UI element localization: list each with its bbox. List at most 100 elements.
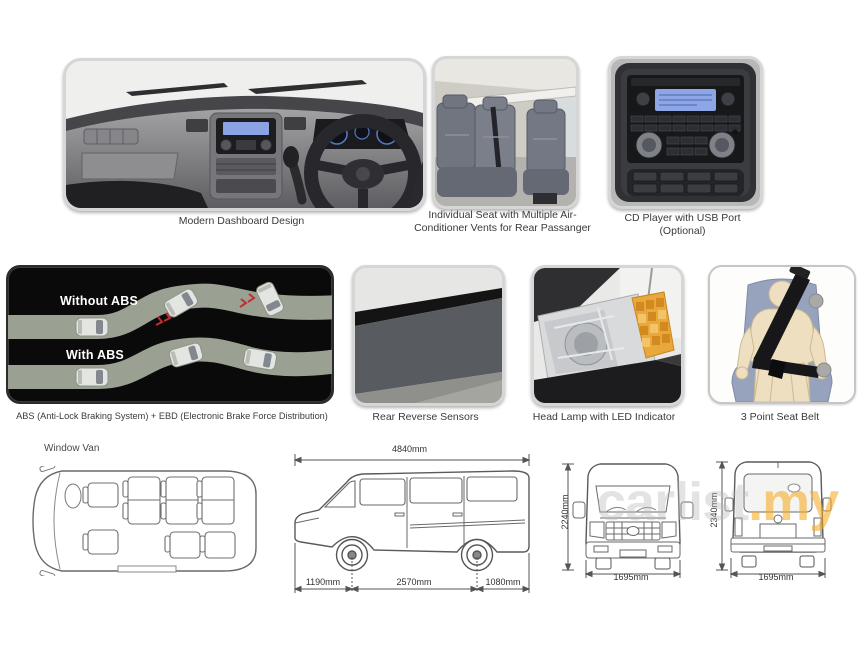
wiper-hub bbox=[787, 483, 801, 493]
front-height-dimension: 2240mm bbox=[560, 494, 570, 530]
wheels bbox=[335, 538, 494, 572]
road-without-abs bbox=[8, 283, 332, 339]
mirror bbox=[39, 569, 56, 576]
skid-marks bbox=[155, 293, 256, 326]
wipers bbox=[605, 506, 657, 513]
rear-window bbox=[743, 473, 813, 513]
rear-width-dimension: 1695mm bbox=[758, 572, 794, 582]
headlamp-photo bbox=[531, 265, 684, 406]
upper-anchor bbox=[789, 267, 811, 279]
seatbelt-panel bbox=[708, 265, 856, 404]
headlamp-caption: Head Lamp with LED Indicator bbox=[532, 411, 676, 423]
cd-player-photo bbox=[608, 56, 763, 209]
front-bumper bbox=[534, 360, 681, 403]
seatbelt-illustration bbox=[710, 267, 854, 402]
seatbelt-caption: 3 Point Seat Belt bbox=[740, 411, 820, 423]
headlamp-right bbox=[661, 521, 677, 539]
rear-bumper bbox=[730, 537, 826, 553]
front-view-drawing bbox=[556, 460, 706, 580]
usb-port bbox=[732, 129, 738, 135]
rear-emblem bbox=[773, 514, 783, 524]
width-dimension-line bbox=[729, 558, 827, 578]
car-tracking-curve bbox=[168, 342, 204, 368]
license-plate-recess bbox=[759, 523, 797, 539]
side-vent bbox=[83, 128, 139, 145]
rear-height-dimension: 2340mm bbox=[709, 492, 719, 528]
car-straight-without-abs bbox=[75, 317, 109, 337]
side-step bbox=[117, 565, 177, 573]
mirror bbox=[822, 497, 832, 512]
seat-back bbox=[436, 102, 476, 170]
mirror bbox=[39, 466, 56, 473]
rear-overhang-dimension: 1080mm bbox=[485, 577, 521, 587]
wheel bbox=[654, 557, 671, 570]
abs-caption: ABS (Anti-Lock Braking System) + EBD (El… bbox=[16, 411, 328, 421]
audio-display bbox=[223, 122, 269, 135]
front-bumper bbox=[585, 541, 681, 559]
tail-lamp bbox=[813, 517, 822, 537]
windshield bbox=[595, 485, 671, 513]
side-view-drawing bbox=[283, 443, 536, 600]
road-with-abs bbox=[8, 337, 332, 389]
wheelbase-dimension: 2570mm bbox=[396, 577, 432, 587]
front-overhang-dimension: 1190mm bbox=[305, 577, 341, 587]
reverse-sensors-caption: Rear Reverse Sensors bbox=[372, 411, 479, 423]
rear-bumper-illustration bbox=[355, 268, 502, 403]
wheel bbox=[595, 557, 612, 570]
abs-diagram-panel bbox=[6, 265, 334, 404]
dashboard-caption: Modern Dashboard Design bbox=[178, 215, 305, 227]
dashboard-illustration bbox=[66, 61, 423, 208]
cd-player-illustration bbox=[611, 59, 760, 206]
wheel bbox=[799, 555, 815, 568]
height-dimension-line bbox=[562, 462, 574, 572]
car-straight-with-abs bbox=[75, 367, 109, 387]
rear-view-drawing bbox=[702, 460, 854, 580]
passenger-figure bbox=[735, 280, 829, 402]
top-view-drawing bbox=[26, 466, 266, 576]
car-spun-out bbox=[256, 281, 284, 317]
anchor-point bbox=[808, 293, 824, 309]
glovebox bbox=[81, 152, 179, 180]
height-dimension-line bbox=[716, 460, 728, 572]
bumper-face bbox=[355, 298, 502, 394]
windows bbox=[323, 476, 518, 508]
variant-label: Window Van bbox=[44, 443, 100, 454]
shoulder-belt bbox=[754, 273, 810, 365]
headlamp-left bbox=[589, 521, 605, 539]
wiper-right bbox=[248, 80, 367, 94]
car-sliding bbox=[163, 288, 199, 318]
individual-seat bbox=[526, 108, 566, 174]
rear-seats-caption: Individual Seat with Multiple Air- Condi… bbox=[414, 209, 591, 234]
reflector-bowl bbox=[574, 332, 598, 356]
led-grid bbox=[636, 298, 670, 347]
lap-belt bbox=[752, 357, 820, 378]
mirror bbox=[680, 501, 694, 519]
seat-layout bbox=[82, 476, 236, 559]
width-dimension-line bbox=[584, 560, 682, 578]
total-length-dimension: 4840mm bbox=[391, 444, 427, 454]
rear-seats-illustration bbox=[435, 59, 576, 206]
without-abs-label: Without ABS bbox=[60, 294, 138, 308]
reverse-sensors-photo bbox=[352, 265, 505, 406]
mirror bbox=[724, 497, 734, 512]
rear-seats-photo bbox=[432, 56, 579, 209]
car-stable-exit bbox=[242, 347, 278, 371]
dashboard-photo bbox=[63, 58, 426, 211]
lower-dimension-lines bbox=[293, 543, 531, 593]
seat-belt-strap bbox=[490, 106, 502, 172]
headlamp-illustration bbox=[534, 268, 681, 403]
wiper-left bbox=[126, 83, 228, 96]
anchor-point bbox=[816, 362, 832, 378]
belt-buckle bbox=[768, 359, 786, 379]
wheel bbox=[741, 555, 757, 568]
mirror bbox=[572, 501, 586, 519]
steering-wheel-top-view bbox=[64, 483, 82, 509]
with-abs-label: With ABS bbox=[66, 348, 124, 362]
abs-diagram bbox=[8, 281, 332, 389]
steering-wheel bbox=[304, 114, 422, 208]
front-width-dimension: 1695mm bbox=[613, 572, 649, 582]
tail-lamp bbox=[734, 517, 743, 537]
grille bbox=[605, 521, 661, 541]
cd-player-caption: CD Player with USB Port (Optional) bbox=[624, 212, 741, 237]
